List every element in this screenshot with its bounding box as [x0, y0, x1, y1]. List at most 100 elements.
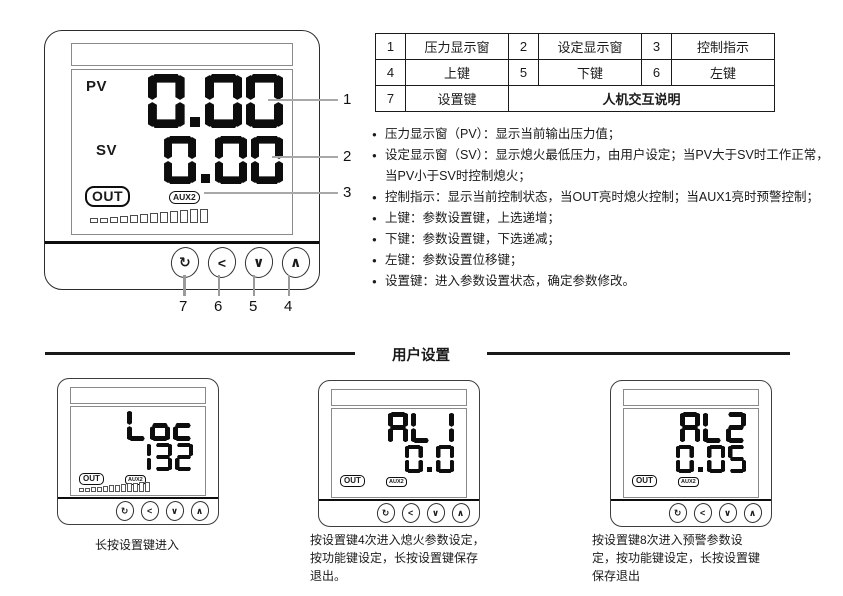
caption-loc: 长按设置键进入	[94, 538, 179, 552]
up-arrow-icon: ∧	[290, 254, 302, 270]
device-lcd-display: PV SV OUT AUX2	[71, 69, 293, 235]
left-button: <	[205, 244, 239, 281]
up-arrow-icon: ∧	[196, 505, 204, 516]
callout-number-display: 1	[343, 91, 352, 108]
device-lcd-display: OUT AUX2	[623, 408, 759, 498]
table-cell: 左键	[671, 59, 775, 86]
pv-value-display	[147, 74, 283, 128]
button-row: ↻ < ∨ ∧	[375, 501, 472, 525]
mini-device-al2: OUT AUX2 ↻ < ∨ ∧	[610, 380, 772, 527]
list-item: 压力显示窗（PV）：显示当前输出压力值；	[372, 124, 838, 145]
table-row: 1 压力显示窗 2 设定显示窗 3 控制指示	[375, 33, 775, 60]
aux2-indicator: AUX2	[678, 477, 699, 487]
lcd-line1	[127, 410, 193, 441]
out-indicator: OUT	[340, 475, 365, 487]
callout-number-set: 7	[179, 298, 188, 315]
list-item: 控制指示：显示当前控制状态，当OUT亮时熄火控制；当AUX1亮时预警控制；	[372, 187, 838, 208]
table-cell: 压力显示窗	[405, 33, 509, 60]
description-list: 压力显示窗（PV）：显示当前输出压力值； 设定显示窗（SV）：显示熄火最低压力，…	[372, 124, 838, 292]
button-row: ↻ < ∨ ∧	[168, 244, 313, 281]
legend-table: 1 压力显示窗 2 设定显示窗 3 控制指示 4 上键 5 下键 6 左键 7 …	[375, 33, 775, 112]
caption-al2: 按设置键8次进入预警参数设定，按功能键设定，长按设置键保存退出	[592, 533, 761, 583]
up-button: ∧	[279, 244, 313, 281]
set-button: ↻	[375, 501, 397, 525]
table-cell: 4	[375, 59, 406, 86]
down-button: ∨	[717, 501, 739, 525]
lcd-line1	[388, 412, 454, 443]
header-rule-right	[487, 352, 790, 355]
up-button: ∧	[450, 501, 472, 525]
down-arrow-icon: ∨	[432, 507, 440, 518]
list-item: 设置键：进入参数设置状态，确定参数修改。	[372, 271, 838, 292]
main-device-panel: PV SV OUT AUX2 ↻ < ∨ ∧	[44, 30, 320, 290]
down-button: ∨	[242, 244, 276, 281]
table-cell: 上键	[405, 59, 509, 86]
button-row: ↻ < ∨ ∧	[114, 499, 211, 523]
callout-line-2	[272, 156, 338, 158]
callout-number-control: 3	[343, 184, 352, 201]
table-cell: 设置键	[405, 85, 509, 112]
callout-number-down: 5	[249, 298, 258, 315]
panel-divider	[611, 499, 771, 501]
table-cell: 设定显示窗	[538, 33, 642, 60]
pv-label: PV	[86, 78, 108, 95]
callout-line-4	[288, 275, 290, 296]
callout-line-6	[218, 275, 220, 296]
left-button: <	[400, 501, 422, 525]
sv-label: SV	[96, 142, 118, 159]
device-top-slot	[331, 389, 467, 406]
down-arrow-icon: ∨	[724, 507, 732, 518]
down-button: ∨	[425, 501, 447, 525]
lcd-line2	[675, 445, 746, 473]
caption-al1: 按设置键4次进入熄火参数设定，按功能键设定，长按设置键保存退出。	[310, 533, 485, 583]
bargraph-indicator	[90, 209, 208, 223]
button-row: ↻ < ∨ ∧	[667, 501, 764, 525]
left-arrow-icon: <	[147, 505, 153, 516]
mini-device-loc: OUT AUX2 ↻ < ∨ ∧	[57, 378, 219, 525]
callout-number-setting: 2	[343, 148, 352, 165]
table-cell: 1	[375, 33, 406, 60]
left-button: <	[139, 499, 161, 523]
aux2-indicator: AUX2	[386, 477, 407, 487]
left-arrow-icon: <	[217, 254, 227, 271]
device-top-slot	[623, 389, 759, 406]
down-arrow-icon: ∨	[253, 254, 265, 270]
table-cell: 控制指示	[671, 33, 775, 60]
left-arrow-icon: <	[408, 507, 414, 518]
table-cell: 6	[641, 59, 672, 86]
device-lcd-display: OUT AUX2	[70, 406, 206, 496]
list-item: 下键：参数设置键，下选递减；	[372, 229, 838, 250]
device-lcd-display: OUT AUX2	[331, 408, 467, 498]
device-top-slot	[71, 43, 293, 66]
table-cell: 2	[508, 33, 539, 60]
left-arrow-icon: <	[700, 507, 706, 518]
out-indicator: OUT	[632, 475, 657, 487]
set-icon: ↻	[382, 507, 390, 518]
list-item: 左键：参数设置位移键；	[372, 250, 838, 271]
panel-divider	[58, 497, 218, 499]
set-button: ↻	[667, 501, 689, 525]
panel-divider	[319, 499, 479, 501]
table-cell: 3	[641, 33, 672, 60]
list-item: 设定显示窗（SV）：显示熄火最低压力，由用户设定；当PV大于SV时工作正常，当P…	[372, 145, 838, 187]
up-button: ∧	[189, 499, 211, 523]
callout-line-5	[253, 275, 255, 296]
header-rule-left	[45, 352, 355, 355]
lcd-line1	[680, 412, 746, 443]
list-item: 上键：参数设置键，上选递增；	[372, 208, 838, 229]
sv-value-display	[164, 136, 283, 184]
set-icon: ↻	[179, 253, 191, 270]
up-arrow-icon: ∧	[457, 507, 465, 518]
lcd-line2	[404, 445, 454, 473]
out-indicator: OUT	[79, 473, 104, 485]
table-row: 4 上键 5 下键 6 左键	[375, 59, 775, 86]
mini-device-al1: OUT AUX2 ↻ < ∨ ∧	[318, 380, 480, 527]
callout-line-3	[204, 192, 338, 194]
panel-divider	[45, 241, 319, 244]
callout-line-1	[268, 99, 338, 101]
down-arrow-icon: ∨	[171, 505, 179, 516]
table-cell: 下键	[538, 59, 642, 86]
set-icon: ↻	[674, 507, 682, 518]
out-indicator: OUT	[85, 186, 131, 207]
